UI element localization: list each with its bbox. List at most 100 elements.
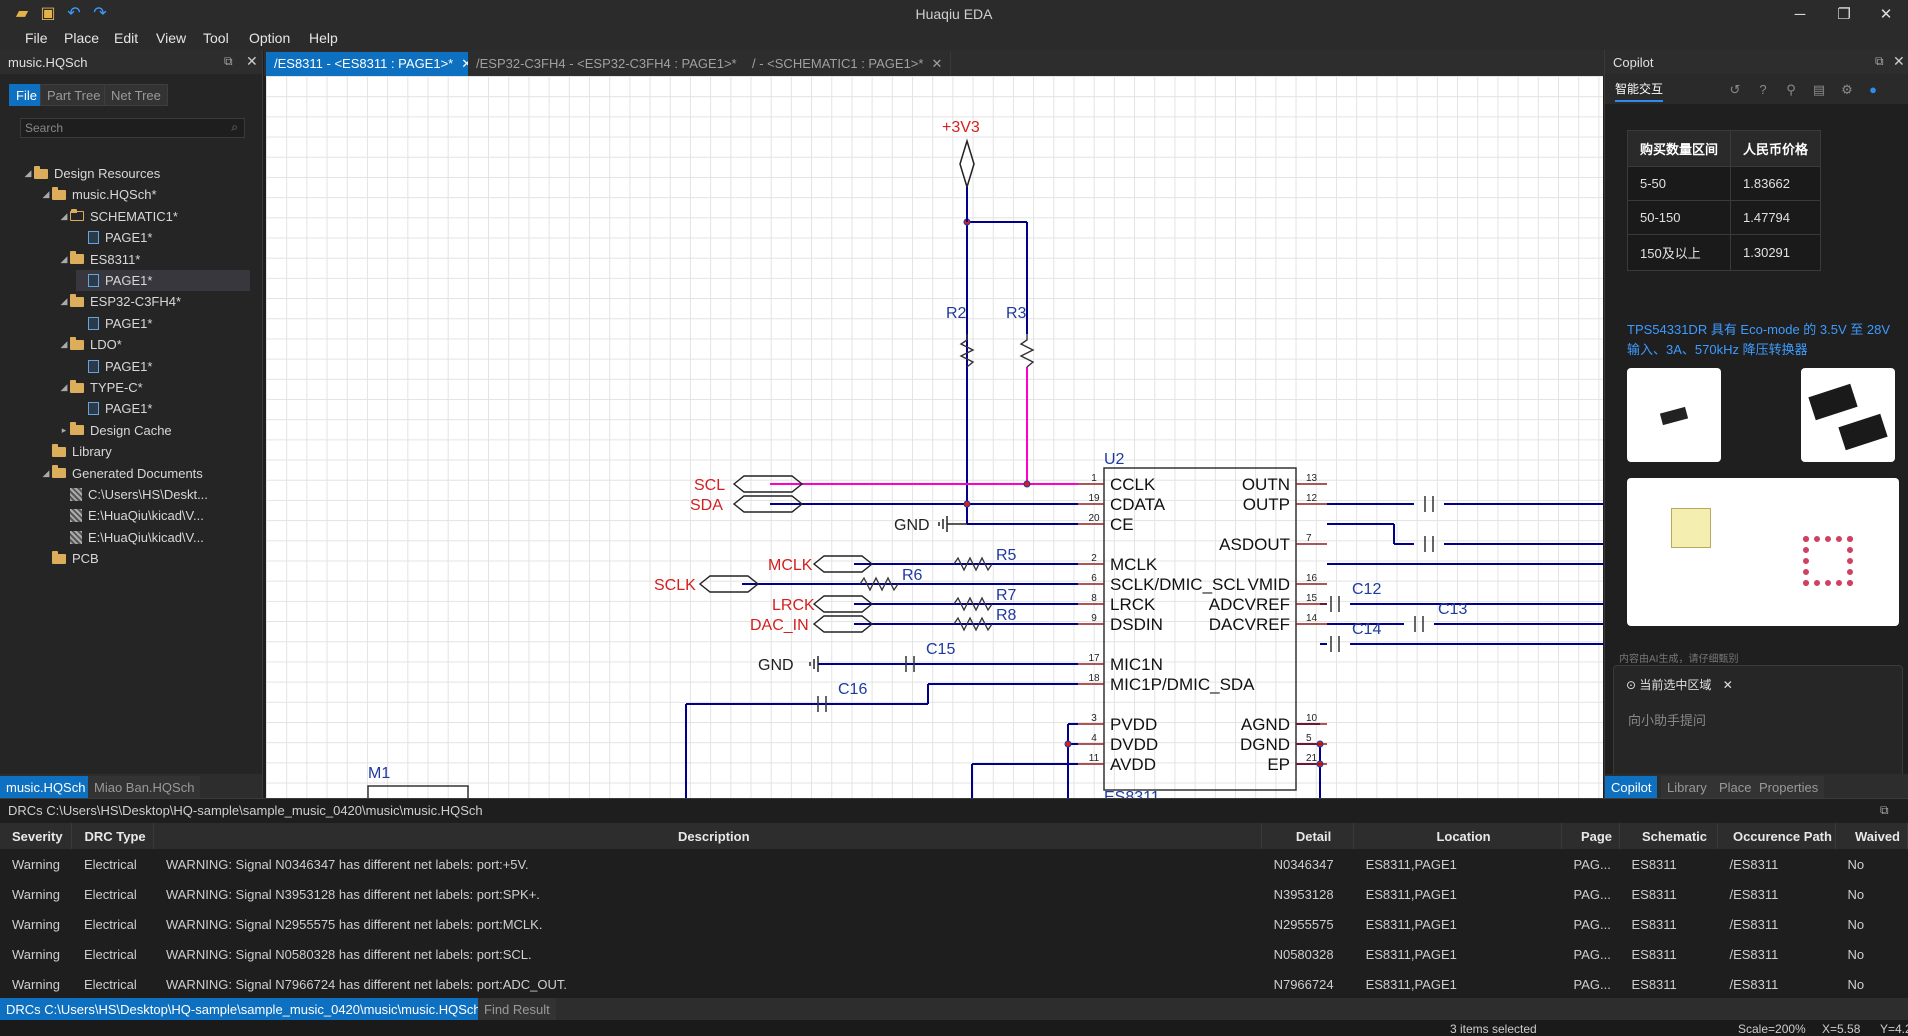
drc-column-header[interactable]: Schematic <box>1619 823 1718 849</box>
tree-item[interactable]: ◢TYPE-C* <box>58 377 143 398</box>
menu-tool[interactable]: Tool <box>203 30 229 46</box>
port-scl[interactable] <box>732 475 804 493</box>
expand-arrow-icon[interactable]: ◢ <box>60 296 68 307</box>
avatar-icon[interactable]: ● <box>1869 82 1877 97</box>
doc-tab-esp32[interactable]: /ESP32-C3FH4 - <ESP32-C3FH4 : PAGE1>*✕ <box>468 52 765 76</box>
tab-copilot[interactable]: Copilot <box>1605 776 1658 798</box>
tree-item[interactable]: PAGE1* <box>76 270 250 291</box>
document-icon[interactable]: ▤ <box>1812 82 1826 97</box>
close-icon[interactable]: ✕ <box>246 53 258 69</box>
menu-view[interactable]: View <box>156 30 187 46</box>
menu-help[interactable]: Help <box>309 30 338 46</box>
tab-miao-ban[interactable]: Miao Ban.HQSch <box>88 776 201 798</box>
u2-body[interactable] <box>1103 467 1297 791</box>
port-mclk[interactable] <box>812 555 874 573</box>
tab-file[interactable]: File <box>9 84 44 106</box>
close-icon[interactable]: ✕ <box>1893 53 1905 69</box>
tree-item[interactable]: ◢SCHEMATIC1* <box>58 206 178 227</box>
history-icon[interactable]: ↺ <box>1729 82 1741 97</box>
expand-arrow-icon[interactable]: ◢ <box>60 339 68 350</box>
capacitor-c12[interactable] <box>1330 596 1340 612</box>
redo-icon[interactable]: ↷ <box>93 5 107 22</box>
resistor-r3[interactable] <box>1019 334 1035 368</box>
resistor-r8[interactable] <box>953 616 993 632</box>
maximize-icon[interactable]: ❐ <box>1837 6 1851 23</box>
product-link[interactable]: TPS54331DR 具有 Eco-mode 的 3.5V 至 28V 输入、3… <box>1627 322 1891 357</box>
expand-arrow-icon[interactable]: ◢ <box>60 210 68 221</box>
menu-edit[interactable]: Edit <box>114 30 139 46</box>
tree-item[interactable]: ◢Generated Documents <box>40 463 203 484</box>
tree-item[interactable]: E:\HuaQiu\kicad\V... <box>58 505 204 526</box>
capacitor-c14[interactable] <box>1330 636 1340 652</box>
help-icon[interactable]: ? <box>1759 82 1767 97</box>
question-input[interactable]: 向小助手提问 <box>1628 713 1707 728</box>
m1-body[interactable] <box>367 785 469 798</box>
menu-file[interactable]: File <box>25 30 48 46</box>
port-lrck[interactable] <box>812 595 874 613</box>
power-symbol[interactable]: +3V3 <box>942 119 980 222</box>
tree-item[interactable]: ◢Design Resources <box>22 163 160 184</box>
expand-arrow-icon[interactable]: ◢ <box>42 467 50 478</box>
tree-item[interactable]: ◢ES8311* <box>58 249 140 270</box>
port-sclk[interactable] <box>698 575 760 593</box>
expand-arrow-icon[interactable]: ◢ <box>60 382 68 392</box>
float-icon[interactable]: ⧉ <box>224 54 233 68</box>
expand-arrow-icon[interactable]: ◢ <box>24 168 32 178</box>
chip-image-soic-small[interactable] <box>1627 368 1721 462</box>
drc-column-header[interactable]: Location <box>1353 823 1562 849</box>
float-icon[interactable]: ⧉ <box>1875 54 1884 68</box>
drc-column-header[interactable]: Page <box>1561 823 1620 849</box>
expand-arrow-icon[interactable]: ▸ <box>61 424 67 435</box>
drc-column-header[interactable]: Description <box>153 823 1263 849</box>
resistor-r6[interactable] <box>859 576 899 592</box>
tree-item[interactable]: PAGE1* <box>76 398 152 419</box>
save-icon[interactable]: ▣ <box>40 5 56 22</box>
tab-drc-results[interactable]: DRCs C:\Users\HS\Desktop\HQ-sample\sampl… <box>0 998 487 1020</box>
tab-net-tree[interactable]: Net Tree <box>104 84 168 106</box>
pin-icon[interactable]: ⚲ <box>1786 82 1796 97</box>
tree-item[interactable]: C:\Users\HS\Deskt... <box>58 484 208 505</box>
capacitor-outp[interactable] <box>1424 536 1434 552</box>
drc-column-header[interactable]: Detail <box>1261 823 1355 849</box>
close-tab-icon[interactable]: ✕ <box>461 56 473 71</box>
expand-arrow-icon[interactable]: ◢ <box>60 253 68 264</box>
tree-item[interactable]: ▸Design Cache <box>58 420 172 441</box>
doc-tab-schematic1[interactable]: / - <SCHEMATIC1 : PAGE1>*✕ <box>744 52 952 76</box>
capacitor-outn[interactable] <box>1424 496 1434 512</box>
tab-place[interactable]: Place <box>1713 776 1758 798</box>
drc-column-header[interactable]: Severity <box>0 823 73 849</box>
chip-image-soic-large[interactable] <box>1801 368 1895 462</box>
tree-item[interactable]: PCB <box>40 548 99 569</box>
menu-place[interactable]: Place <box>64 30 100 46</box>
tab-part-tree[interactable]: Part Tree <box>40 84 108 106</box>
tab-properties[interactable]: Properties <box>1753 776 1825 798</box>
open-folder-icon[interactable]: ▰ <box>15 5 29 22</box>
tree-item[interactable]: E:\HuaQiu\kicad\V... <box>58 527 204 548</box>
minimize-icon[interactable]: ─ <box>1794 5 1806 23</box>
tree-item[interactable]: ◢music.HQSch* <box>40 184 157 205</box>
close-tab-icon[interactable]: ✕ <box>931 56 943 71</box>
search-input[interactable]: Search ⌕ <box>20 118 245 138</box>
tree-item[interactable]: Library <box>40 441 112 462</box>
float-icon[interactable]: ⧉ <box>1880 803 1889 817</box>
tab-smart-interaction[interactable]: 智能交互 <box>1615 80 1664 102</box>
resistor-r5[interactable] <box>953 556 993 572</box>
resistor-r2[interactable] <box>959 334 975 368</box>
gear-icon[interactable]: ⚙ <box>1841 82 1853 97</box>
drc-column-header[interactable]: DRC Type <box>71 823 155 849</box>
tab-find-result[interactable]: Find Result <box>478 998 556 1020</box>
expand-arrow-icon[interactable]: ◢ <box>42 189 50 200</box>
tree-item[interactable]: PAGE1* <box>76 313 152 334</box>
undo-icon[interactable]: ↶ <box>67 5 81 22</box>
tree-item[interactable]: PAGE1* <box>76 227 152 248</box>
capacitor-c13[interactable] <box>1414 616 1424 632</box>
menu-option[interactable]: Option <box>249 30 291 46</box>
doc-tab-es8311[interactable]: /ES8311 - <ES8311 : PAGE1>*✕ <box>266 52 482 76</box>
drc-column-header[interactable]: Waived <box>1835 823 1908 849</box>
resistor-r7[interactable] <box>953 596 993 612</box>
